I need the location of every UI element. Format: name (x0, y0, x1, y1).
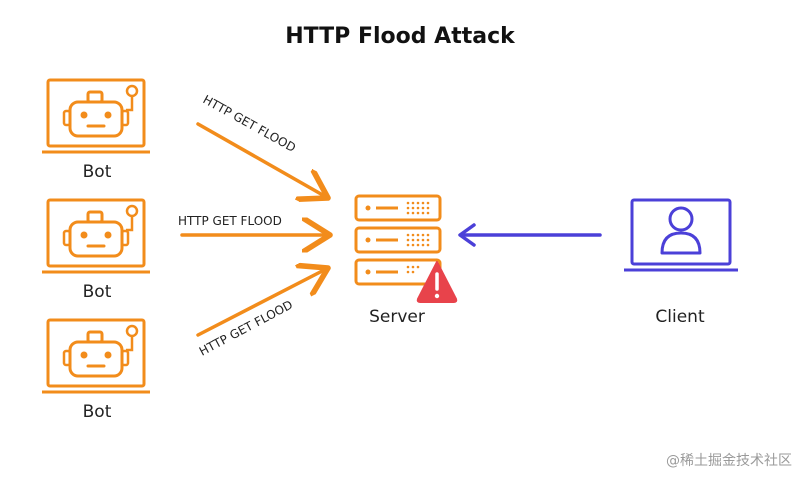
bot-label-2: Bot (82, 282, 112, 302)
client-arrow-head (458, 223, 476, 247)
watermark: @稀土掘金技术社区 (666, 453, 792, 469)
diagram-title: HTTP Flood Attack (285, 24, 515, 49)
flood-arrow-bottom (196, 268, 328, 337)
server-icon (354, 194, 442, 286)
bot-label-1: Bot (82, 162, 112, 182)
bot-icon-2 (40, 198, 152, 274)
flood-arrow-top (196, 122, 328, 198)
server-label: Server (369, 307, 425, 327)
warning-icon (416, 261, 458, 303)
flood-label-middle: HTTP GET FLOOD (178, 214, 282, 228)
client-label: Client (655, 307, 705, 327)
bot-icon-1 (40, 78, 152, 154)
bot-icon-3 (40, 318, 152, 394)
client-laptop-icon (624, 198, 738, 272)
bot-label-3: Bot (82, 402, 112, 422)
flood-label-top: HTTP GET FLOOD (201, 92, 299, 155)
